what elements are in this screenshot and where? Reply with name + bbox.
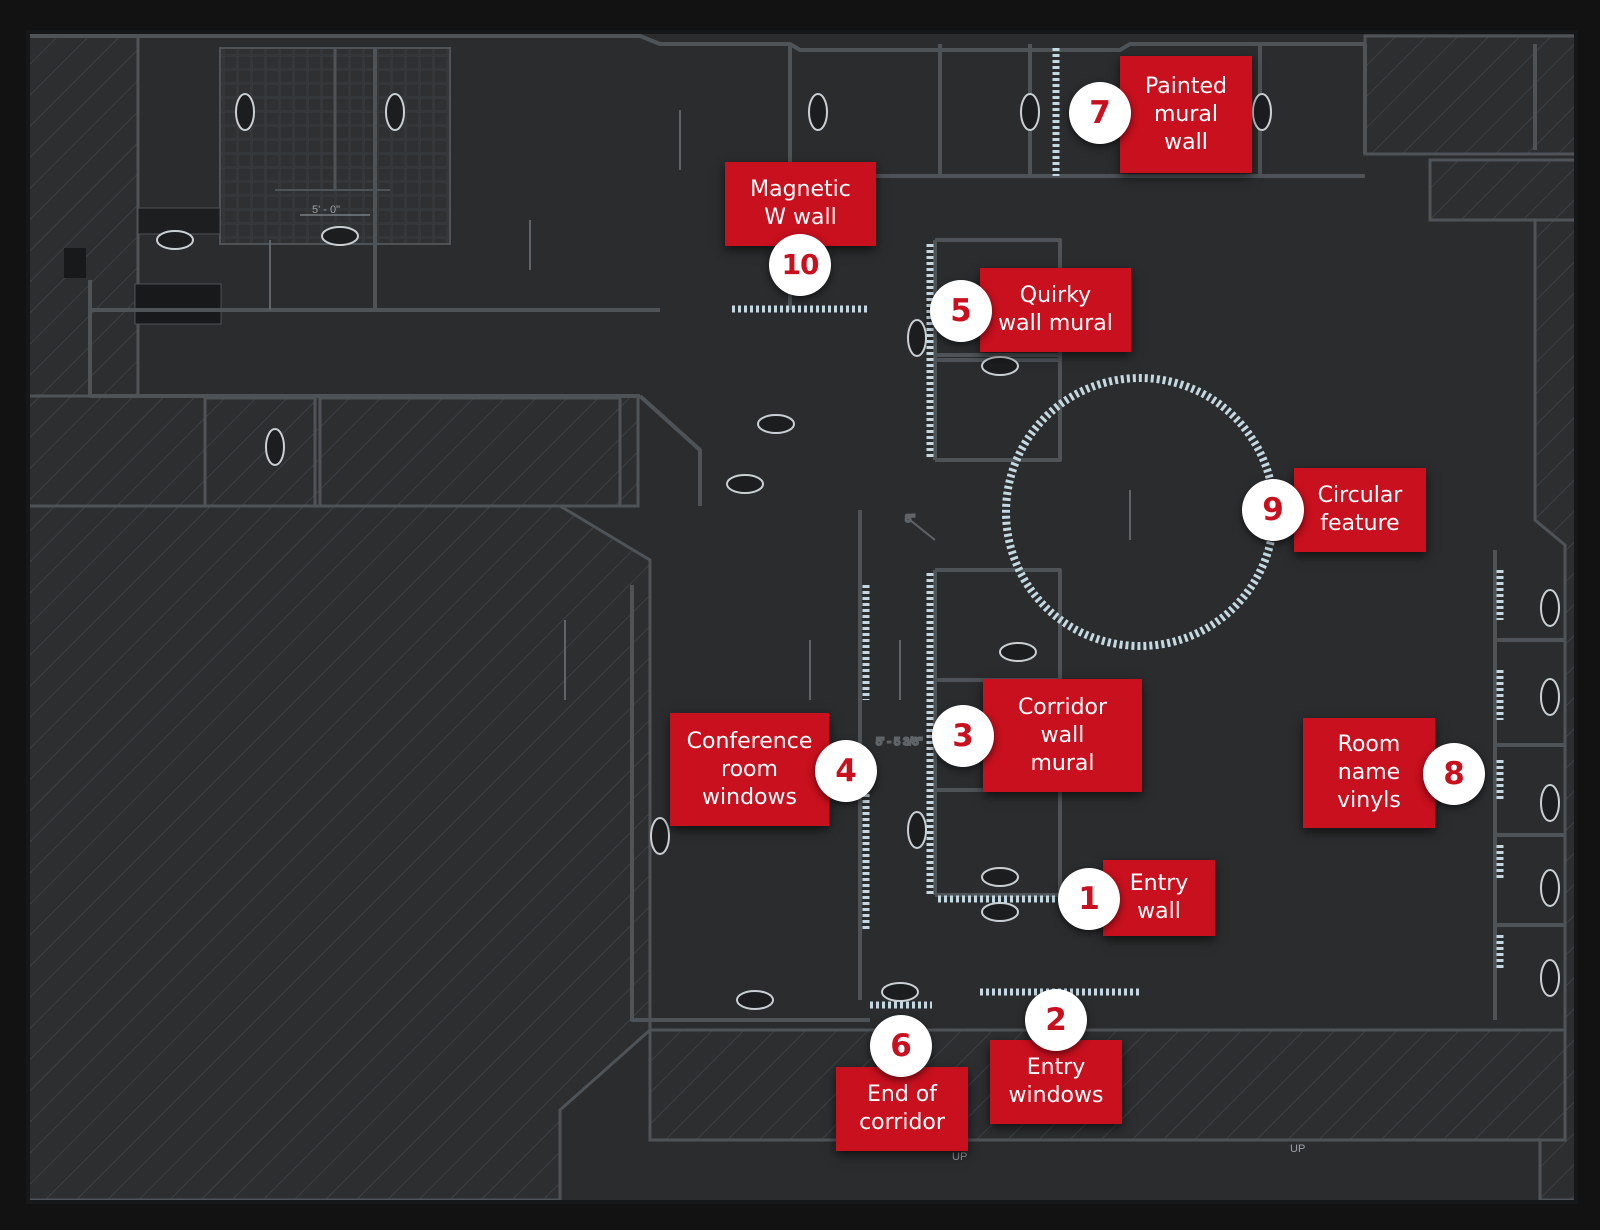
walls: [28, 34, 1565, 1022]
marker-5: 5: [930, 280, 992, 342]
label-corridor-wall-mural: Corridor wall mural: [983, 679, 1142, 792]
restroom-block: 5' - 0": [64, 47, 451, 325]
marker-4: 4: [815, 740, 877, 802]
label-conference-room-windows: Conference room windows: [670, 713, 829, 826]
marker-10: 10: [769, 234, 831, 296]
corridor-width-dimension: 5' - 5 3/8": [876, 736, 922, 748]
hatched-zones: [26, 34, 1578, 1202]
label-magnetic-w-wall: Magnetic W wall: [725, 162, 876, 246]
marker-8: 8: [1423, 743, 1485, 805]
label-quirky-wall-mural: Quirky wall mural: [980, 268, 1131, 352]
label-entry-wall: Entry wall: [1103, 860, 1215, 936]
feature-walls: [732, 48, 1504, 1009]
marker-2: 2: [1025, 989, 1087, 1051]
fixtures: [156, 93, 1560, 1010]
label-painted-mural-wall: Painted mural wall: [1120, 56, 1252, 173]
stair-label-right: UP: [1290, 1143, 1305, 1155]
label-room-name-vinyls: Room name vinyls: [1303, 718, 1435, 828]
label-end-of-corridor: End of corridor: [836, 1067, 968, 1151]
detail-lines: 8" 5' - 5 3/8": [269, 110, 1131, 749]
restroom-width-dimension: 5' - 0": [312, 204, 340, 216]
marker-1: 1: [1058, 868, 1120, 930]
stair-label-left: UP: [952, 1151, 967, 1163]
wall-gap-dimension: 8": [905, 513, 915, 525]
label-circular-feature: Circular feature: [1294, 468, 1426, 552]
marker-7: 7: [1069, 82, 1131, 144]
marker-3: 3: [932, 705, 994, 767]
marker-6: 6: [870, 1015, 932, 1077]
marker-9: 9: [1242, 479, 1304, 541]
label-entry-windows: Entry windows: [990, 1040, 1122, 1124]
